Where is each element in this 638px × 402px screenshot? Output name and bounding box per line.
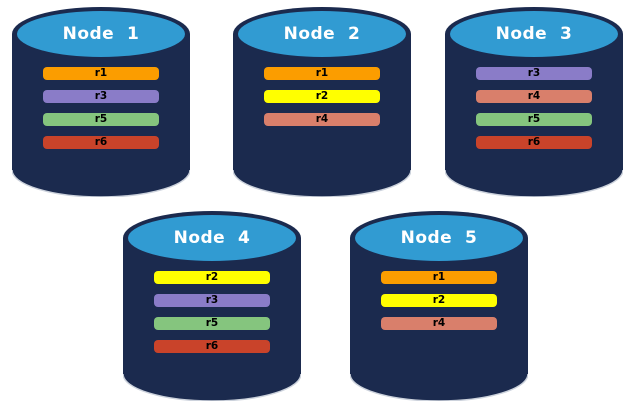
replica-bar: r5 [476, 113, 592, 126]
replica-bar: r1 [43, 67, 159, 80]
replica-bar: r1 [381, 271, 497, 284]
cylinder-top-ellipse [128, 215, 296, 261]
replica-list: r2 r3 r5 r6 [154, 271, 270, 363]
cylinder-bottom-edge [123, 373, 301, 401]
replica-bar: r4 [264, 113, 380, 126]
replica-bar: r4 [381, 317, 497, 330]
replica-bar: r1 [264, 67, 380, 80]
replica-list: r3 r4 r5 r6 [476, 67, 592, 159]
cylinder-bottom-edge [350, 373, 528, 401]
node-label: Node 1 [62, 24, 140, 44]
database-node-2: Node 2 r1 r2 r4 [233, 7, 411, 197]
replica-bar: r3 [43, 90, 159, 103]
cylinder-top-ellipse [17, 11, 185, 57]
node-label: Node 2 [283, 24, 361, 44]
replica-list: r1 r2 r4 [264, 67, 380, 136]
replica-bar: r6 [154, 340, 270, 353]
replica-bar: r2 [264, 90, 380, 103]
node-label: Node 3 [495, 24, 573, 44]
cylinder-top-ellipse [238, 11, 406, 57]
replica-bar: r6 [476, 136, 592, 149]
replica-bar: r2 [154, 271, 270, 284]
replica-bar: r6 [43, 136, 159, 149]
cylinder-top-ellipse [355, 215, 523, 261]
cylinder-bottom-edge [445, 169, 623, 197]
replica-bar: r3 [476, 67, 592, 80]
replica-bar: r5 [154, 317, 270, 330]
cylinder-bottom-edge [233, 169, 411, 197]
replica-list: r1 r2 r4 [381, 271, 497, 340]
database-node-4: Node 4 r2 r3 r5 r6 [123, 211, 301, 401]
cylinder-top-ellipse [450, 11, 618, 57]
database-node-1: Node 1 r1 r3 r5 r6 [12, 7, 190, 197]
replica-bar: r3 [154, 294, 270, 307]
node-label: Node 4 [173, 228, 251, 248]
cylinder-bottom-edge [12, 169, 190, 197]
replica-bar: r4 [476, 90, 592, 103]
database-node-3: Node 3 r3 r4 r5 r6 [445, 7, 623, 197]
replica-bar: r5 [43, 113, 159, 126]
replica-bar: r2 [381, 294, 497, 307]
database-node-5: Node 5 r1 r2 r4 [350, 211, 528, 401]
node-label: Node 5 [400, 228, 478, 248]
replica-list: r1 r3 r5 r6 [43, 67, 159, 159]
